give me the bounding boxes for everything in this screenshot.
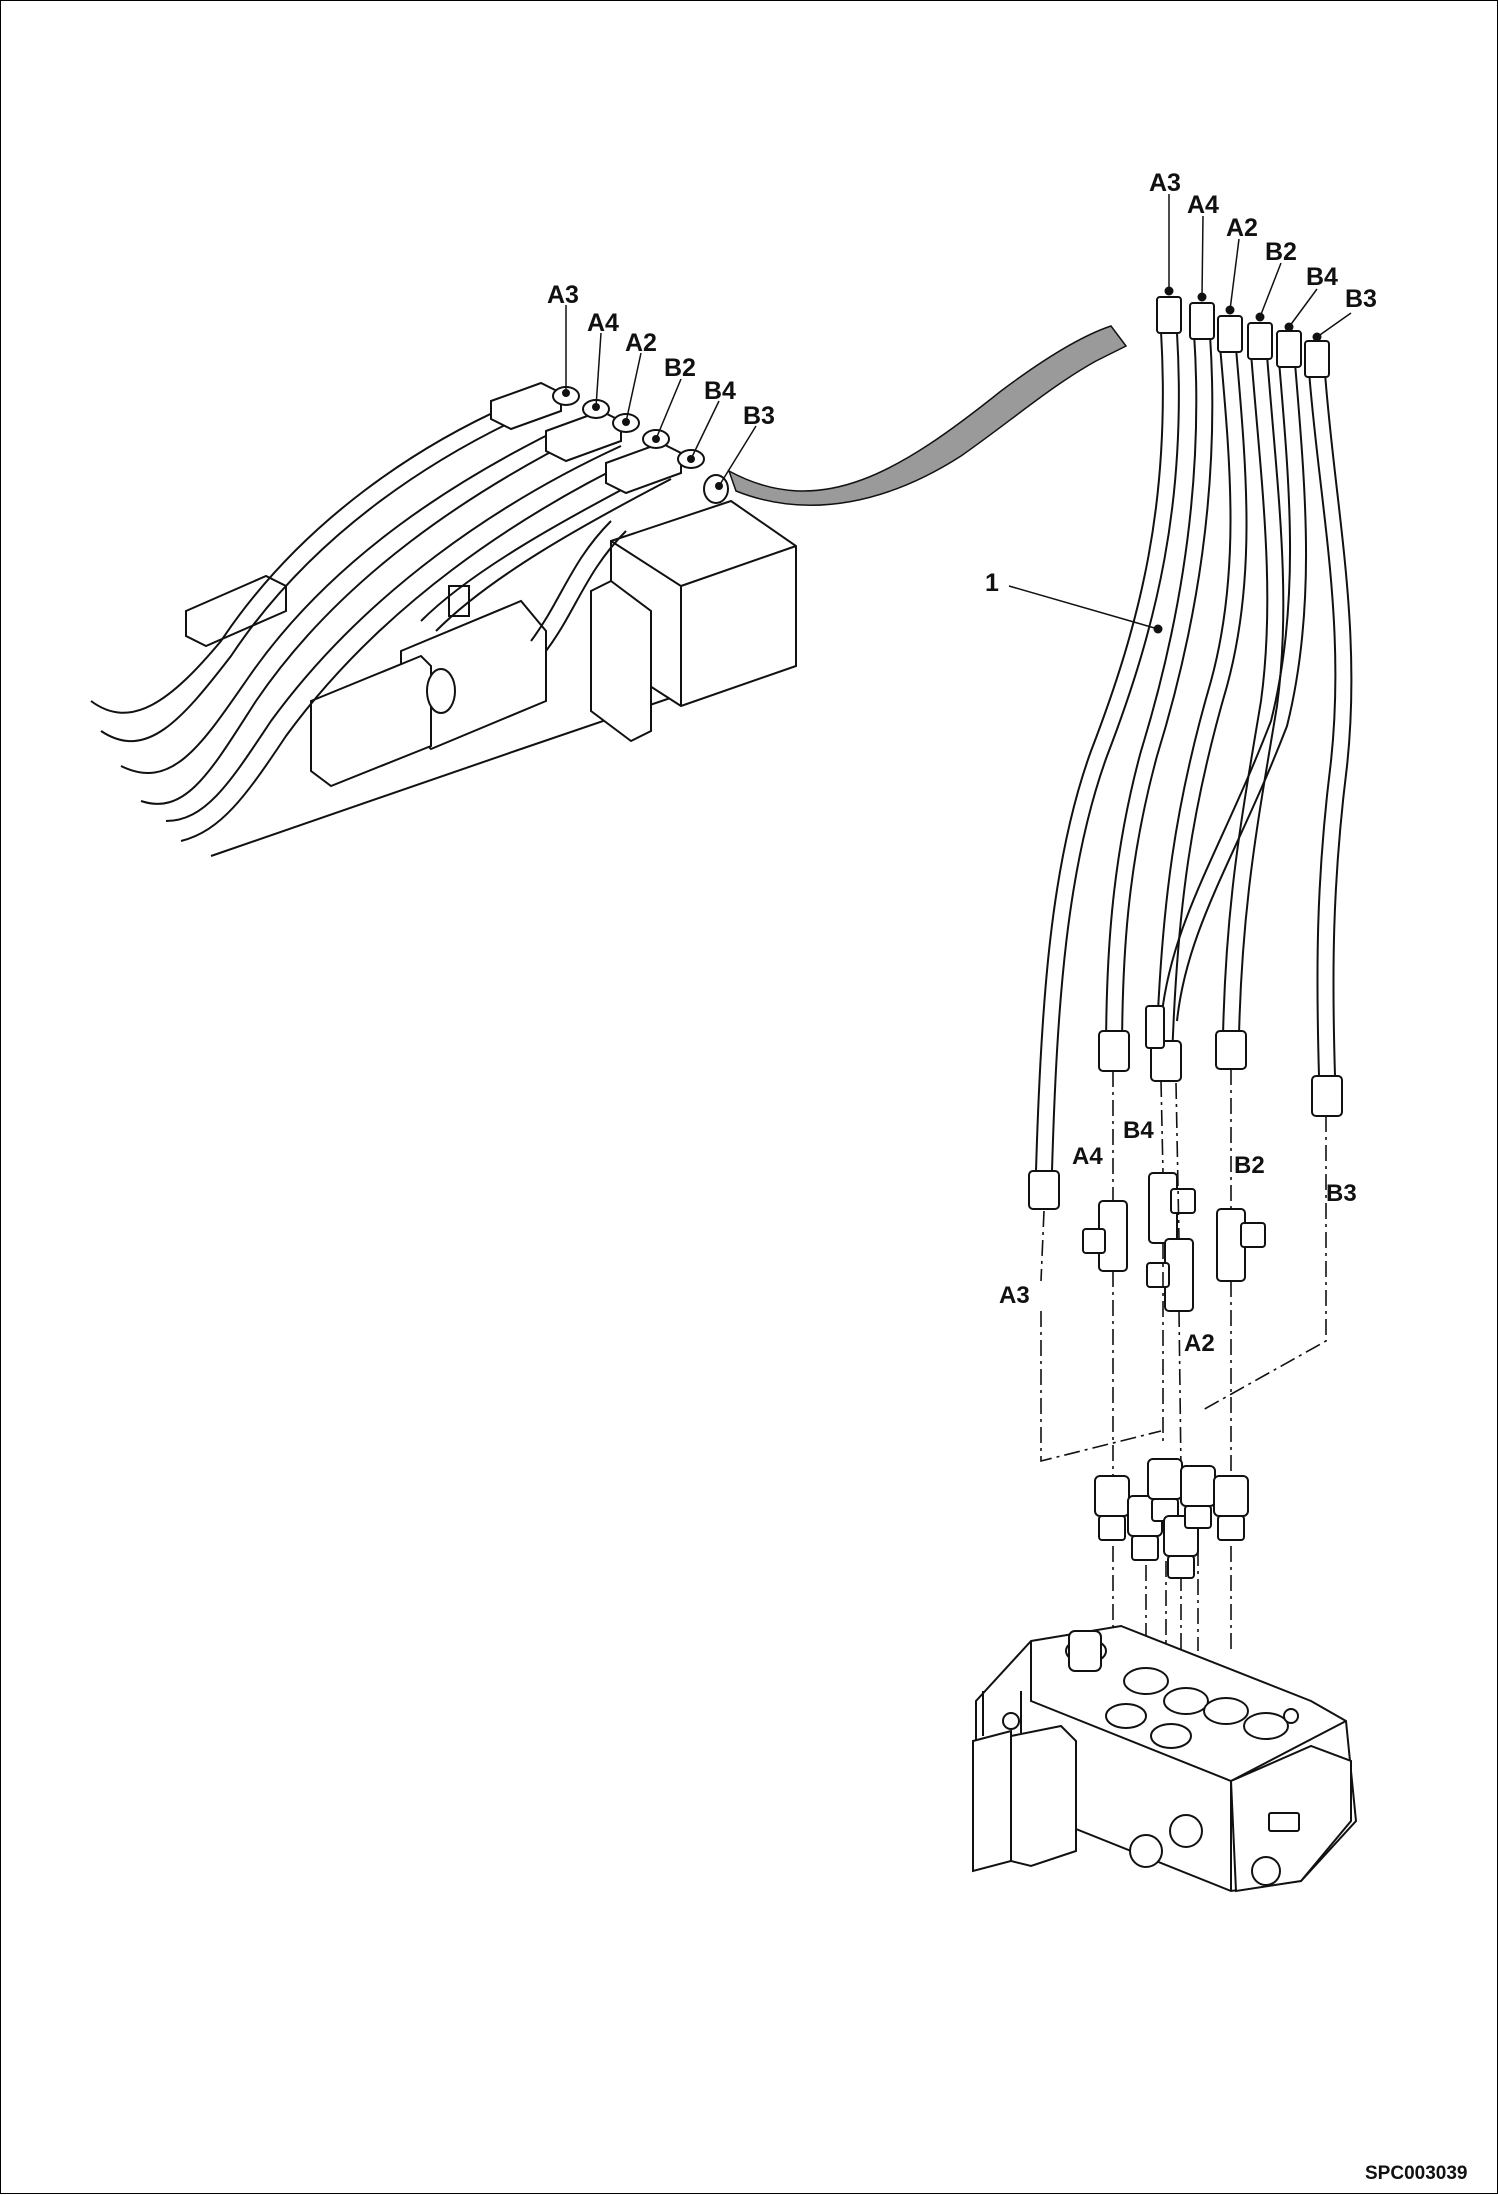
hose-top-label-a2: A2 bbox=[1226, 214, 1258, 242]
inset-label-b2: B2 bbox=[664, 354, 696, 382]
hose-top-label-a4: A4 bbox=[1187, 191, 1219, 219]
boom-assembly-inset bbox=[90, 381, 797, 857]
inset-label-b4: B4 bbox=[704, 377, 736, 405]
fitting-label-a2: A2 bbox=[1184, 1330, 1215, 1357]
adapter-fittings bbox=[1094, 1458, 1249, 1579]
inset-label-a4: A4 bbox=[587, 309, 619, 337]
bottom-end-fittings bbox=[1028, 1005, 1343, 1210]
item-1-leader-line bbox=[1008, 585, 1159, 630]
fitting-label-a3: A3 bbox=[999, 1282, 1030, 1309]
fitting-label-b4: B4 bbox=[1123, 1117, 1154, 1144]
inset-label-b3: B3 bbox=[743, 402, 775, 430]
inset-label-a3: A3 bbox=[547, 281, 579, 309]
hose-assembly bbox=[1028, 286, 1353, 1210]
item-1-leader-dot bbox=[1153, 624, 1163, 634]
fitting-label-b2: B2 bbox=[1234, 1152, 1265, 1179]
inset-leader-lines bbox=[565, 305, 757, 487]
control-valve bbox=[972, 1624, 1358, 1893]
hose-top-label-b4: B4 bbox=[1306, 263, 1338, 291]
hose-top-label-b2: B2 bbox=[1265, 238, 1297, 266]
hose-top-leader-lines bbox=[1168, 194, 1352, 338]
tee-fittings bbox=[1082, 1172, 1266, 1312]
top-end-fittings bbox=[1156, 286, 1330, 378]
inset-label-a2: A2 bbox=[625, 329, 657, 357]
reference-code: SPC003039 bbox=[1365, 2163, 1467, 2184]
item-1-label: 1 bbox=[985, 569, 999, 597]
detail-connector-ribbon bbox=[727, 325, 1128, 506]
fitting-label-a4: A4 bbox=[1072, 1143, 1103, 1170]
hose-top-label-b3: B3 bbox=[1345, 285, 1377, 313]
hose-top-label-a3: A3 bbox=[1149, 169, 1181, 197]
fitting-label-b3: B3 bbox=[1326, 1180, 1357, 1207]
